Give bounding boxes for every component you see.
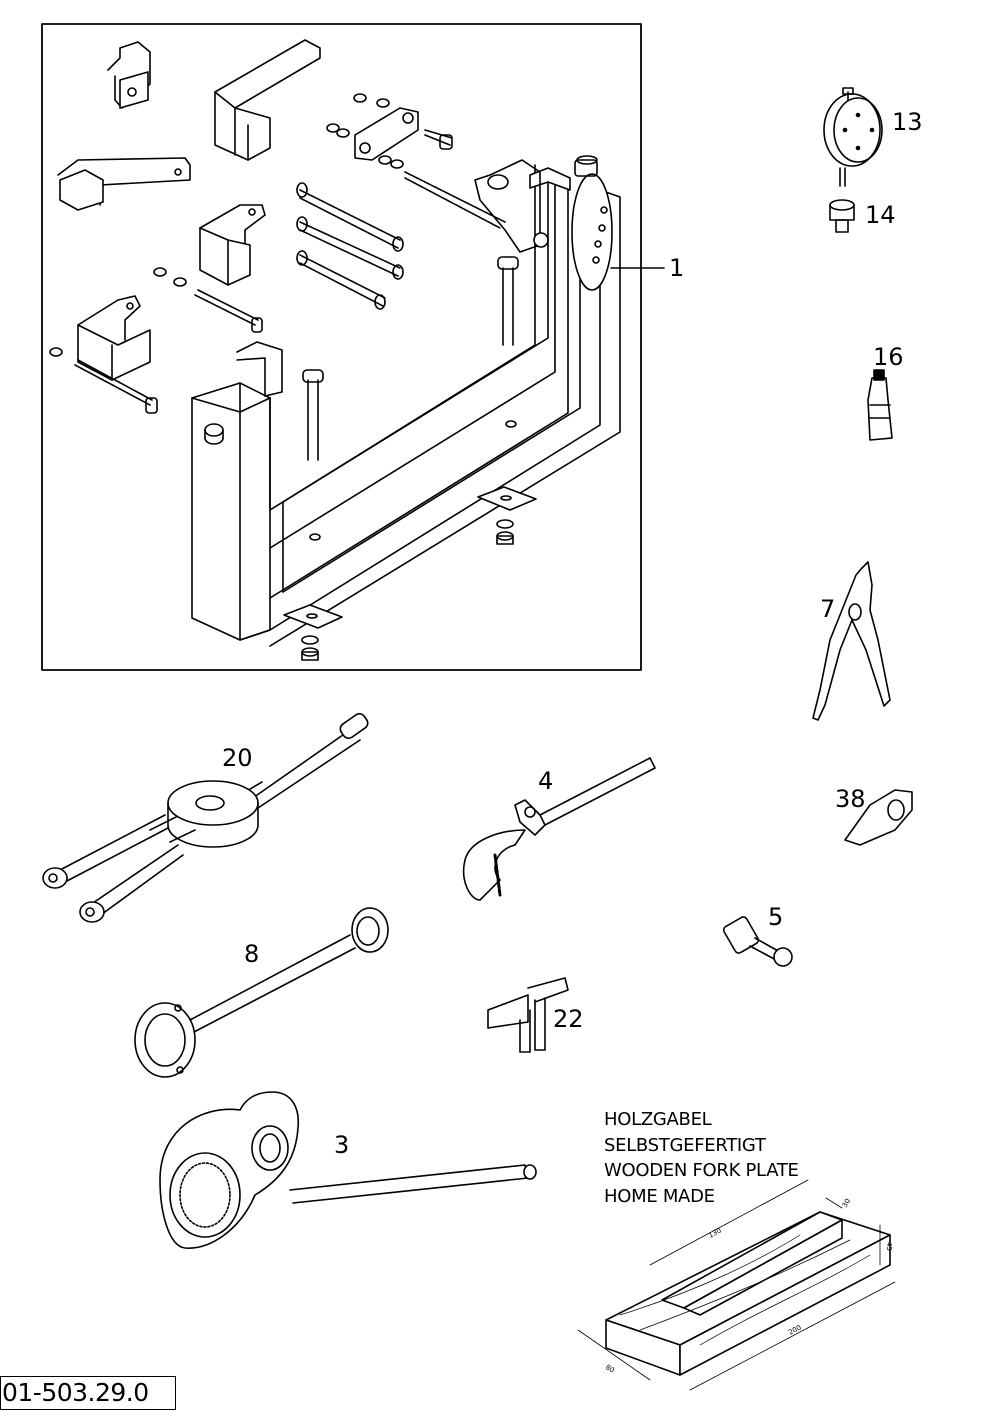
- threaded-rod-set: [296, 171, 506, 310]
- circlip-pliers-tool: [812, 561, 891, 721]
- pin-wrench-tool: [462, 757, 656, 901]
- clutch-holder-tool: [159, 1091, 537, 1249]
- callout-3: 3: [334, 1131, 350, 1159]
- drawing-code-label: 01-503.29.0: [0, 1376, 176, 1410]
- callout-1: 1: [669, 254, 685, 282]
- face-spanner-tool: [134, 907, 389, 1078]
- note-line-2: SELBSTGEFERTIGT: [604, 1134, 766, 1156]
- stand-frame-part: [191, 155, 621, 661]
- wooden-fork-plate: [577, 1179, 896, 1391]
- angle-bracket-part-b: [214, 39, 321, 161]
- angle-bracket-part-a: [107, 41, 151, 109]
- angle-bracket-part-d: [199, 204, 266, 286]
- dim-label-height: 45: [885, 1242, 893, 1251]
- callout-13: 13: [892, 108, 923, 136]
- callout-16: 16: [873, 343, 904, 371]
- hex-bolt-part-a: [153, 267, 263, 333]
- flywheel-tool-38: [844, 789, 913, 846]
- callout-4: 4: [538, 767, 554, 795]
- assembly-frame-box: [41, 23, 642, 671]
- timing-template-tool: [487, 977, 569, 1053]
- angle-bracket-part-c: [57, 157, 191, 211]
- dial-gauge-tool: [823, 87, 883, 187]
- gauge-adapter-tool: [829, 199, 855, 233]
- callout-20: 20: [222, 744, 253, 772]
- dim-label-top-width: 30: [841, 1197, 852, 1209]
- hex-bolt-part-b: [49, 347, 158, 414]
- callout-22: 22: [553, 1005, 584, 1033]
- holding-tool-20: [42, 712, 369, 923]
- note-line-4: HOME MADE: [604, 1185, 715, 1207]
- note-line-1: HOLZGABEL: [604, 1109, 712, 1130]
- callout-38: 38: [835, 785, 866, 813]
- puller-bolt-tool: [722, 916, 793, 967]
- link-plate-part: [326, 93, 453, 169]
- sealant-tube-tool: [867, 369, 893, 441]
- callout-14: 14: [865, 201, 896, 229]
- dim-label-top-length: 130: [707, 1226, 723, 1239]
- note-line-3: WOODEN FORK PLATE: [604, 1160, 799, 1181]
- callout-8: 8: [244, 940, 260, 968]
- wooden-fork-note: HOLZGABEL SELBSTGEFERTIGT WOODEN FORK PL…: [604, 1107, 799, 1209]
- angle-bracket-part-e: [77, 295, 151, 381]
- dim-label-width: 80: [604, 1363, 616, 1375]
- callout-7: 7: [820, 595, 836, 623]
- callout-5: 5: [768, 903, 784, 931]
